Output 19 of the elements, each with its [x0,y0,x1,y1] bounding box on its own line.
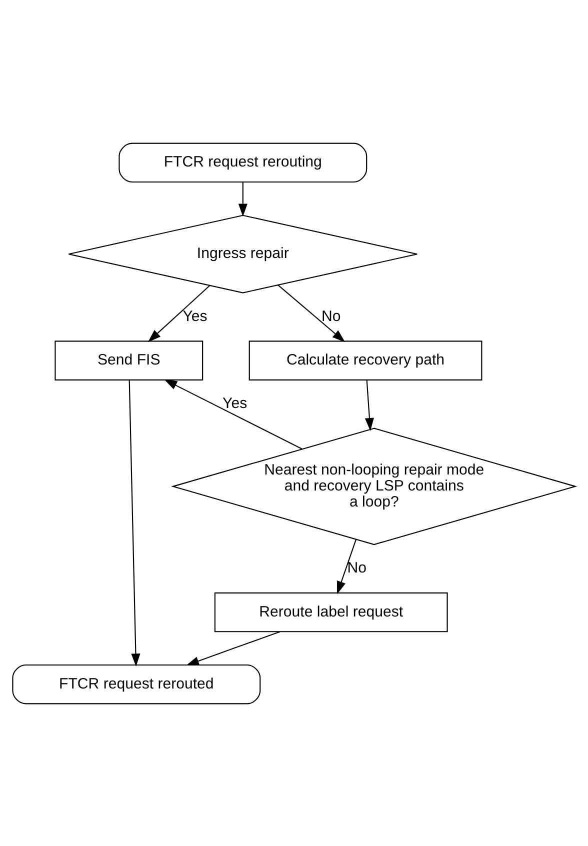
node-diamond: Nearest non-looping repair mode and recovery LSP contains a loop? [171,427,578,545]
arrow [148,284,210,342]
arrow [364,380,374,430]
arrow [128,380,140,666]
edge-label: Yes [222,394,248,412]
edge-label: No [321,307,341,324]
arrow [186,630,280,665]
node-box: Send FIS [54,340,204,380]
arrow [238,182,248,216]
node-diamond: Ingress repair [68,214,418,293]
arrow [336,538,357,594]
node-box: FTCR request rerouting [118,142,368,182]
node-box: Calculate recovery path [248,340,482,380]
edge-label: Yes [182,307,208,324]
edge-label: No [347,559,367,576]
node-box: Reroute label request [214,592,448,632]
arrow [278,284,346,342]
arrow [164,378,302,449]
node-box: FTCR request rerouted [12,664,261,704]
